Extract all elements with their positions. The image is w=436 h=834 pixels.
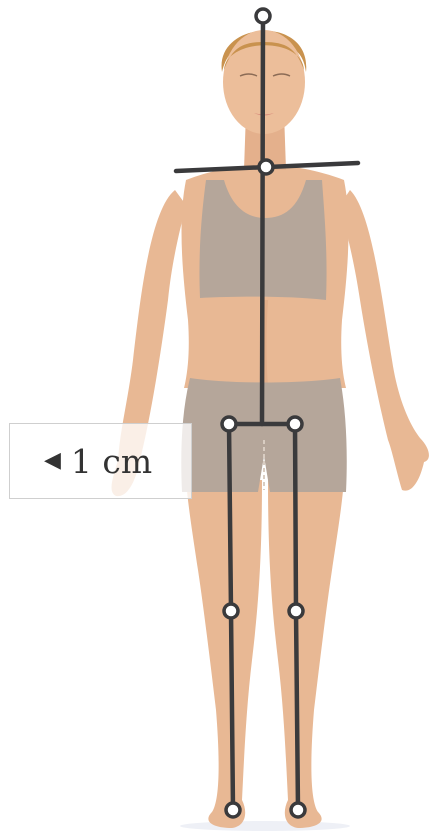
right-shin-line xyxy=(296,611,298,810)
neck-joint[interactable] xyxy=(259,160,273,174)
right-arm xyxy=(340,190,429,491)
floor-shadow xyxy=(180,821,350,831)
offset-adjust-button[interactable]: ◀ 1 cm xyxy=(9,423,192,499)
offset-value-label: 1 cm xyxy=(71,445,152,478)
left-hip-joint[interactable] xyxy=(222,417,236,431)
triangle-left-icon: ◀ xyxy=(44,450,61,472)
right-knee-joint[interactable] xyxy=(289,604,303,618)
left-thigh-line xyxy=(229,424,231,611)
left-shin-line xyxy=(231,611,233,810)
right-leg xyxy=(268,480,344,828)
right-ankle-joint[interactable] xyxy=(291,803,305,817)
head-joint[interactable] xyxy=(256,9,270,23)
left-knee-joint[interactable] xyxy=(224,604,238,618)
left-leg xyxy=(186,480,262,828)
right-thigh-line xyxy=(295,424,296,611)
left-ankle-joint[interactable] xyxy=(226,803,240,817)
spine-line xyxy=(262,16,263,424)
right-hip-joint[interactable] xyxy=(288,417,302,431)
